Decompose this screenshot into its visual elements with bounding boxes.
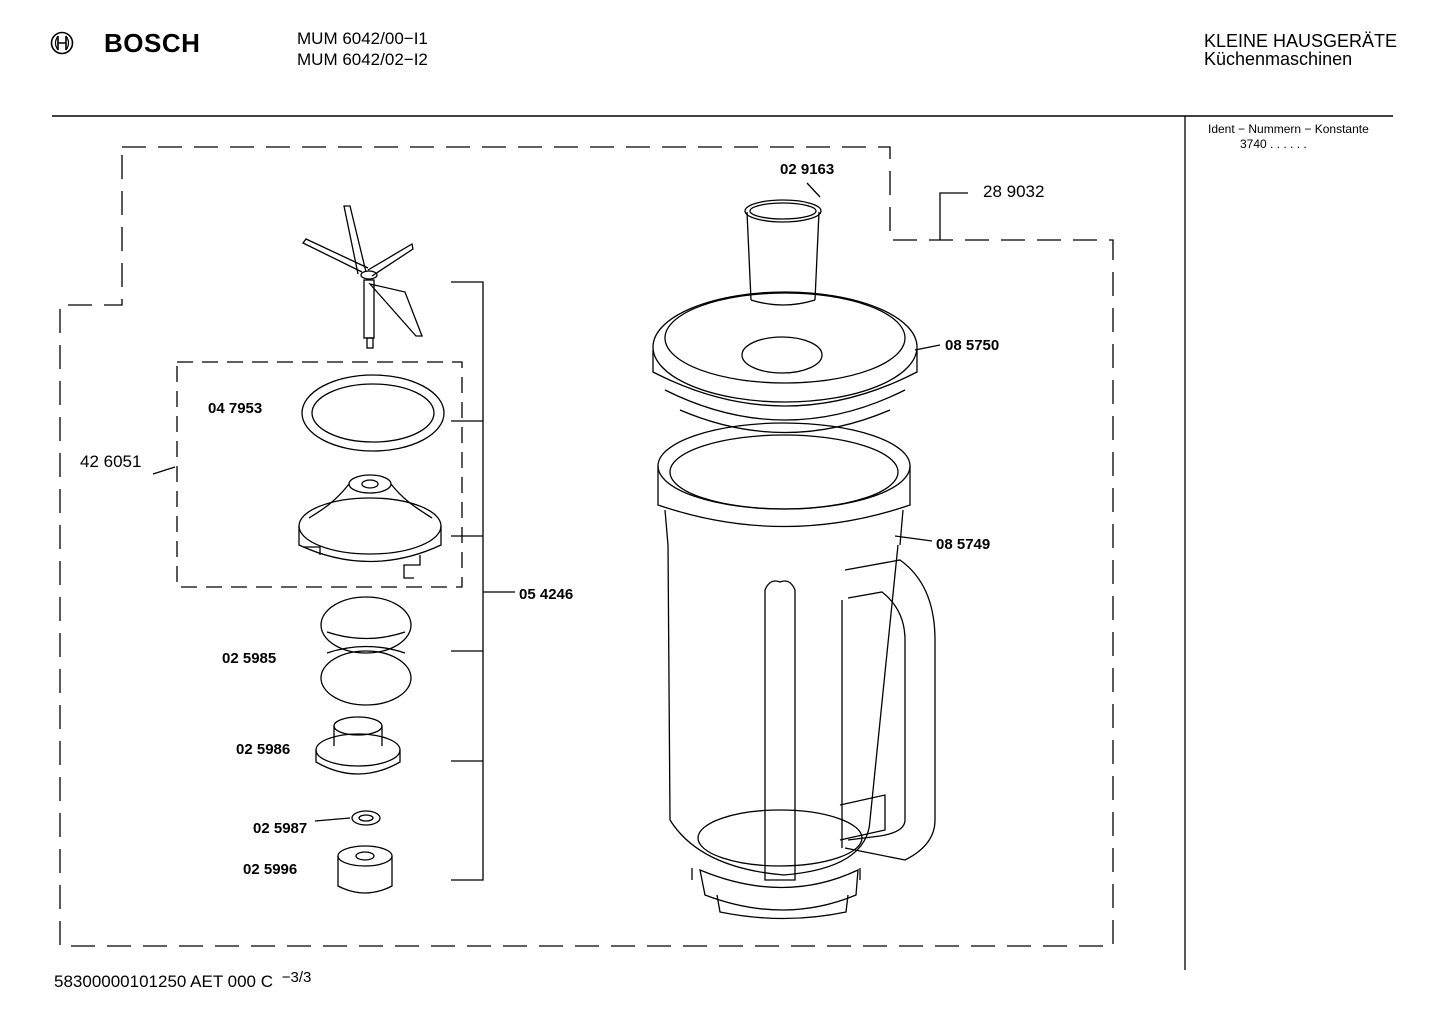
part-label-289032: 28 9032 bbox=[983, 182, 1045, 201]
washer-025987 bbox=[351, 810, 381, 826]
bosch-logo-icon bbox=[50, 31, 74, 55]
model-number-2: MUM 6042/02−I2 bbox=[297, 50, 428, 69]
measuring-cap-029163 bbox=[744, 199, 822, 306]
brand-name: BOSCH bbox=[104, 28, 201, 58]
coupling-025996 bbox=[337, 845, 393, 894]
part-label-025996: 02 5996 bbox=[243, 861, 298, 878]
part-label-025985: 02 5985 bbox=[222, 650, 277, 667]
leader-085750 bbox=[914, 344, 941, 351]
part-label-047953: 04 7953 bbox=[208, 400, 263, 417]
subcategory-title: Küchenmaschinen bbox=[1204, 49, 1353, 69]
seal-rings-025985 bbox=[320, 596, 412, 706]
assembly-boundary bbox=[59, 146, 1114, 947]
blade-assembly bbox=[302, 205, 423, 349]
leader-426051 bbox=[152, 466, 176, 475]
ident-value: 3740 . . . . . . bbox=[1240, 137, 1307, 151]
footer-page-number: −3/3 bbox=[281, 969, 312, 986]
part-label-025987: 02 5987 bbox=[253, 820, 308, 837]
part-label-426051: 42 6051 bbox=[80, 452, 142, 471]
group-box-426051 bbox=[176, 361, 463, 588]
leader-289032 bbox=[939, 192, 968, 240]
gasket-047953 bbox=[301, 374, 445, 452]
blade-housing bbox=[298, 474, 442, 579]
footer-document-code: 58300000101250 AET 000 C −3/3 bbox=[54, 969, 312, 992]
ident-title: Ident − Nummern − Konstante bbox=[1208, 122, 1369, 136]
leader-029163 bbox=[806, 182, 821, 198]
leader-025987 bbox=[314, 817, 351, 822]
part-label-085750: 08 5750 bbox=[945, 337, 1000, 354]
lid-085750 bbox=[652, 291, 918, 434]
bracket-054246 bbox=[451, 281, 515, 881]
part-label-025986: 02 5986 bbox=[236, 741, 291, 758]
category-title: KLEINE HAUSGERÄTE bbox=[1204, 31, 1398, 51]
model-number-1: MUM 6042/00−I1 bbox=[297, 29, 428, 48]
part-label-029163: 02 9163 bbox=[780, 161, 835, 178]
seal-025986 bbox=[315, 716, 401, 775]
part-label-054246: 05 4246 bbox=[519, 586, 574, 603]
jug-085749 bbox=[657, 422, 936, 920]
part-label-085749: 08 5749 bbox=[936, 536, 991, 553]
footer-code-text: 58300000101250 AET 000 C bbox=[54, 972, 273, 991]
